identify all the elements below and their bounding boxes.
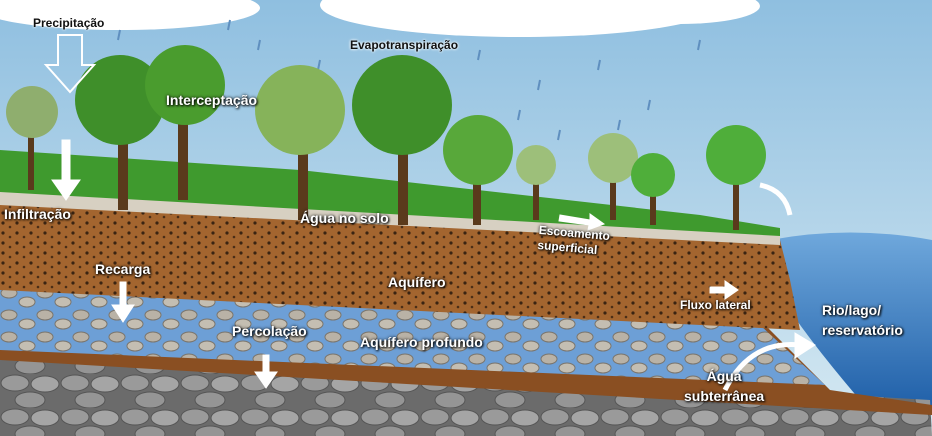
label-aquifer: Aquífero xyxy=(388,274,446,290)
evapotranspiration-arrow xyxy=(759,182,793,216)
label-deep-aquifer: Aquífero profundo xyxy=(360,334,483,350)
grass xyxy=(0,150,780,236)
label-groundwater: Água subterrânea xyxy=(684,366,764,406)
label-infiltration: Infiltração xyxy=(4,206,71,222)
arrows xyxy=(43,34,816,392)
runoff-arrow xyxy=(558,213,606,231)
infiltration-arrow xyxy=(51,139,81,201)
label-reservoir-line2: reservatório xyxy=(822,322,903,338)
label-groundwater-line2: subterrânea xyxy=(684,388,765,404)
label-precipitation: Precipitação xyxy=(33,16,105,30)
label-lateral-flow: Fluxo lateral xyxy=(680,298,751,312)
label-interception: Interceptação xyxy=(166,92,258,108)
label-reservoir: Rio/lago/ reservatório xyxy=(822,300,903,340)
label-recharge: Recarga xyxy=(95,261,151,277)
aquifer-layer xyxy=(0,285,825,385)
soil-layer xyxy=(0,195,800,330)
clouds xyxy=(0,0,760,37)
label-percolation: Percolação xyxy=(232,323,307,339)
lateral-flow-arrow xyxy=(709,280,739,300)
label-groundwater-line1: Água xyxy=(706,368,742,384)
label-evapotranspiration: Evapotranspiração xyxy=(350,38,459,52)
label-reservoir-line1: Rio/lago/ xyxy=(822,302,882,318)
label-surface-runoff: Escoamento superficial xyxy=(537,223,611,259)
groundwater-arrow xyxy=(722,342,801,392)
percolation-arrow xyxy=(254,354,278,389)
trees xyxy=(6,45,766,230)
rain xyxy=(117,19,701,141)
river xyxy=(770,232,932,410)
precipitation-arrow xyxy=(43,34,97,94)
label-soil-water: Água no solo xyxy=(300,210,389,226)
recharge-arrow xyxy=(111,281,135,323)
